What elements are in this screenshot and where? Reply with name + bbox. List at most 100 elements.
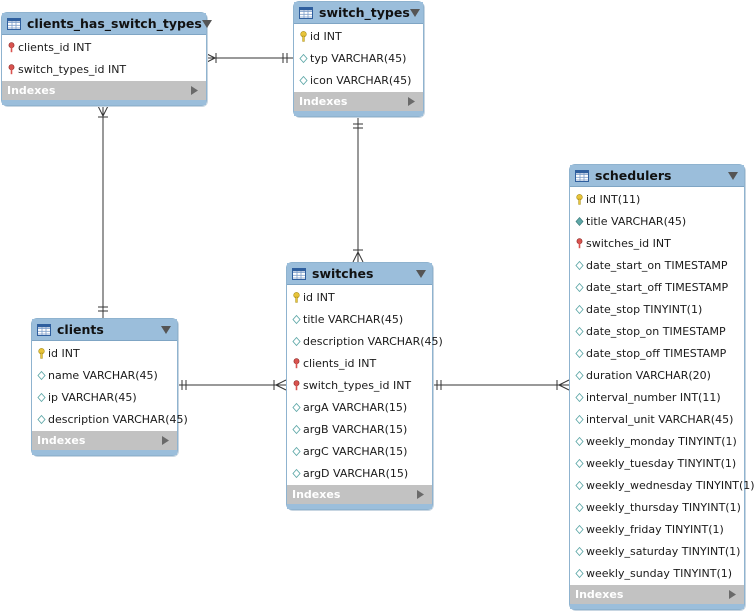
column-definition: id INT — [48, 346, 80, 360]
column-row[interactable]: argC VARCHAR(15) — [287, 440, 432, 462]
relationship-line-clients-switches[interactable] — [176, 379, 287, 391]
indexes-label: Indexes — [575, 588, 624, 601]
entity-schedulers[interactable]: schedulers id INT(11)title VARCHAR(45) swi… — [569, 164, 755, 610]
column-row[interactable]: date_stop TINYINT(1) — [570, 298, 744, 320]
indexes-section[interactable]: Indexes — [287, 485, 432, 504]
column-row[interactable]: id INT(11) — [570, 188, 744, 210]
column-definition: icon VARCHAR(45) — [310, 73, 412, 87]
entity-clients-has-switch-types[interactable]: clients_has_switch_types clients_id INT sw… — [1, 12, 212, 106]
entity-title: schedulers — [595, 168, 672, 183]
column-row[interactable]: date_start_off TIMESTAMP — [570, 276, 744, 298]
column-row[interactable]: interval_number INT(11) — [570, 386, 744, 408]
column-row[interactable]: clients_id INT — [2, 36, 206, 58]
column-row[interactable]: date_stop_off TIMESTAMP — [570, 342, 744, 364]
column-row[interactable]: id INT — [287, 286, 432, 308]
relationship-line-switch-types-switches[interactable] — [352, 118, 364, 263]
expand-indexes-icon[interactable] — [417, 490, 424, 499]
column-row[interactable]: weekly_tuesday TINYINT(1) — [570, 452, 744, 474]
column-icon — [37, 370, 46, 380]
column-row[interactable]: weekly_thursday TINYINT(1) — [570, 496, 744, 518]
column-row[interactable]: date_start_on TIMESTAMP — [570, 254, 744, 276]
entity-header[interactable]: clients_has_switch_types — [2, 13, 212, 35]
collapse-triangle-icon[interactable] — [201, 19, 212, 28]
column-row[interactable]: date_stop_on TIMESTAMP — [570, 320, 744, 342]
column-row[interactable]: argD VARCHAR(15) — [287, 462, 432, 484]
column-row[interactable]: argB VARCHAR(15) — [287, 418, 432, 440]
collapse-triangle-icon[interactable] — [728, 171, 738, 180]
expand-indexes-icon[interactable] — [191, 86, 198, 95]
relationship-line-switches-schedulers[interactable] — [431, 379, 570, 391]
column-row[interactable]: weekly_wednesday TINYINT(1) — [570, 474, 755, 496]
column-row[interactable]: argA VARCHAR(15) — [287, 396, 432, 418]
column-row[interactable]: weekly_monday TINYINT(1) — [570, 430, 744, 452]
collapse-triangle-icon[interactable] — [409, 8, 420, 17]
collapse-triangle-icon[interactable] — [161, 325, 171, 334]
column-row[interactable]: switch_types_id INT — [287, 374, 432, 396]
column-row[interactable]: id INT — [294, 25, 423, 47]
collapse-triangle-icon[interactable] — [416, 269, 426, 278]
column-definition: description VARCHAR(45) — [48, 412, 188, 426]
column-row[interactable]: duration VARCHAR(20) — [570, 364, 744, 386]
column-icon — [299, 75, 308, 85]
column-row[interactable]: typ VARCHAR(45) — [294, 47, 423, 69]
column-definition: description VARCHAR(45) — [303, 334, 443, 348]
column-row[interactable]: weekly_sunday TINYINT(1) — [570, 562, 744, 584]
column-definition: id INT — [303, 290, 335, 304]
column-definition: interval_unit VARCHAR(45) — [586, 412, 734, 426]
column-row[interactable]: ip VARCHAR(45) — [32, 386, 177, 408]
column-icon — [292, 468, 301, 478]
column-row[interactable]: id INT — [32, 342, 177, 364]
entity-title: switch_types — [319, 5, 410, 20]
column-row[interactable]: switches_id INT — [570, 232, 744, 254]
entity-footer — [2, 100, 206, 105]
column-row[interactable]: clients_id INT — [287, 352, 432, 374]
column-row[interactable]: name VARCHAR(45) — [32, 364, 177, 386]
column-icon — [292, 446, 301, 456]
column-definition: switch_types_id INT — [18, 62, 127, 76]
entity-clients[interactable]: clients id INT name VARCHAR(45) ip VARCHAR(… — [31, 318, 188, 456]
indexes-section[interactable]: Indexes — [32, 431, 177, 450]
column-icon — [575, 480, 584, 490]
column-icon — [575, 326, 584, 336]
column-definition: date_start_on TIMESTAMP — [586, 258, 728, 272]
indexes-section[interactable]: Indexes — [2, 81, 206, 100]
relationship-line-cst-switch-types[interactable] — [204, 52, 293, 64]
column-list: id INT(11)title VARCHAR(45) switches_id I… — [570, 187, 755, 585]
column-definition: name VARCHAR(45) — [48, 368, 158, 382]
column-icon — [575, 282, 584, 292]
column-definition: argC VARCHAR(15) — [303, 444, 408, 458]
entity-header[interactable]: clients — [32, 319, 177, 341]
column-row[interactable]: title VARCHAR(45) — [570, 210, 744, 232]
indexes-label: Indexes — [7, 84, 56, 97]
foreign-key-icon — [576, 237, 583, 248]
column-row[interactable]: description VARCHAR(45) — [32, 408, 188, 430]
column-definition: id INT — [310, 29, 342, 43]
primary-key-icon — [38, 347, 45, 359]
column-row[interactable]: weekly_saturday TINYINT(1) — [570, 540, 744, 562]
entity-header[interactable]: switch_types — [294, 2, 423, 24]
indexes-section[interactable]: Indexes — [294, 92, 423, 111]
column-definition: weekly_saturday TINYINT(1) — [586, 544, 741, 558]
column-row[interactable]: switch_types_id INT — [2, 58, 206, 80]
column-row[interactable]: weekly_friday TINYINT(1) — [570, 518, 744, 540]
column-row[interactable]: icon VARCHAR(45) — [294, 69, 423, 91]
entity-header[interactable]: schedulers — [570, 165, 744, 187]
indexes-section[interactable]: Indexes — [570, 585, 744, 604]
column-icon — [575, 392, 584, 402]
column-definition: switches_id INT — [586, 236, 671, 250]
expand-indexes-icon[interactable] — [408, 97, 415, 106]
entity-header[interactable]: switches — [287, 263, 432, 285]
expand-indexes-icon[interactable] — [162, 436, 169, 445]
entity-footer — [294, 111, 423, 116]
expand-indexes-icon[interactable] — [729, 590, 736, 599]
column-icon — [575, 414, 584, 424]
entity-title: clients_has_switch_types — [27, 16, 202, 31]
column-row[interactable]: title VARCHAR(45) — [287, 308, 432, 330]
column-row[interactable]: interval_unit VARCHAR(45) — [570, 408, 744, 430]
column-row[interactable]: description VARCHAR(45) — [287, 330, 443, 352]
entity-switches[interactable]: switches id INT title VARCHAR(45) descripti… — [286, 262, 443, 510]
relationship-line-cst-clients[interactable] — [97, 105, 109, 318]
column-definition: date_stop TINYINT(1) — [586, 302, 703, 316]
